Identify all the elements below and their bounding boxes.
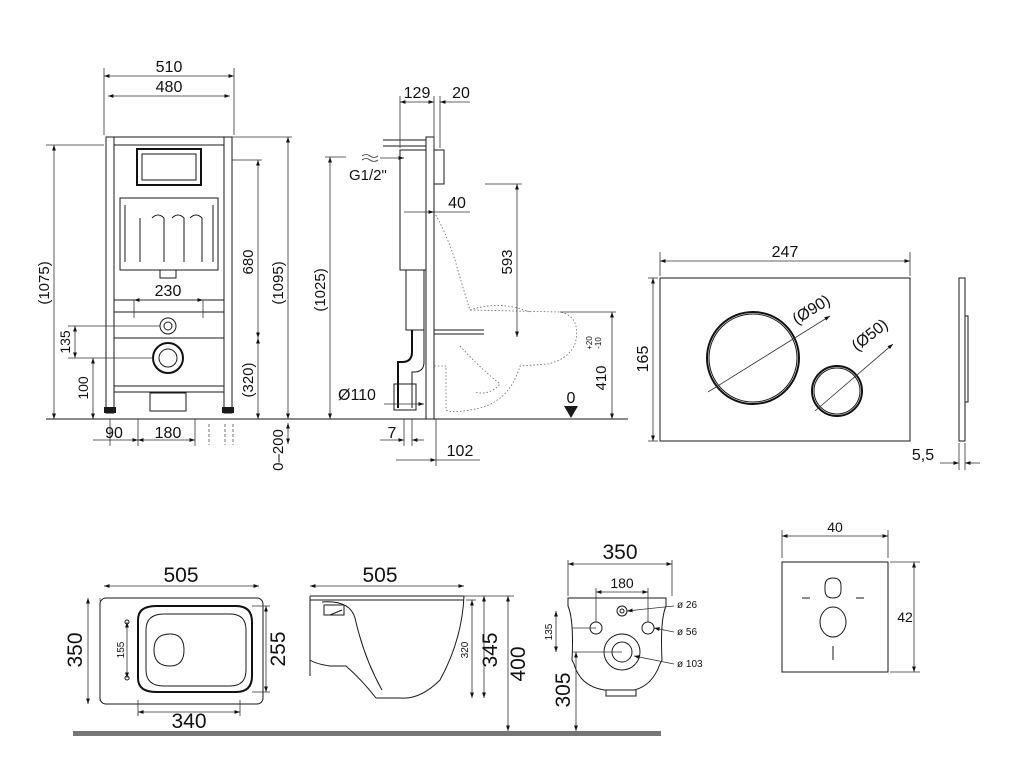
small-flush-button-icon xyxy=(811,365,863,417)
dim-410: 410 xyxy=(593,365,610,390)
gasket-top-slot xyxy=(824,577,842,599)
flush-plate xyxy=(659,277,911,442)
tol-plus: +20 xyxy=(585,336,594,350)
dim-102: 102 xyxy=(447,443,474,460)
dim-1095: (1095) xyxy=(270,261,287,304)
frame-post-right xyxy=(223,136,233,414)
dim-129: 129 xyxy=(404,85,431,102)
dim-510: 510 xyxy=(156,59,183,76)
bowl-back-outline xyxy=(567,597,667,691)
dim-480: 480 xyxy=(156,79,183,96)
hole-right-d56 xyxy=(641,621,655,635)
hole-d26 xyxy=(616,605,628,617)
side-cistern xyxy=(399,149,427,271)
frame-front-view: 510 480 (1075) 680 (320) (1095) 0–200 23… xyxy=(36,59,628,471)
gasket-view: 40 42 xyxy=(781,519,920,673)
dim-side-320: 320 xyxy=(460,641,471,658)
side-bowl-outline xyxy=(433,211,578,412)
dim-top-155: 155 xyxy=(116,641,127,658)
gasket-outline xyxy=(781,561,889,673)
dim-back-305: 305 xyxy=(552,672,575,707)
dim-top-350: 350 xyxy=(64,632,87,667)
inlet-label: G1/2" xyxy=(349,167,387,184)
dim-side-505: 505 xyxy=(362,564,397,587)
dim-side-345: 345 xyxy=(479,632,502,667)
callout-d103: ø 103 xyxy=(677,659,703,670)
dim-7: 7 xyxy=(388,425,397,442)
frame-side-view: G1/2" 129 20 40 (1025) 593 410 +20 -10 0… xyxy=(312,85,616,466)
callout-d56: ø 56 xyxy=(677,627,697,638)
bowl-side-view: 505 320 345 400 xyxy=(309,564,530,731)
frame-post-left xyxy=(105,136,115,414)
dim-680: 680 xyxy=(240,249,257,274)
floor-bar xyxy=(73,731,661,736)
flush-plate-profile xyxy=(958,277,966,442)
dim-90: 90 xyxy=(105,425,123,442)
flush-window xyxy=(136,148,202,186)
dim-adjust: 0–200 xyxy=(270,429,287,471)
dim-gasket-42: 42 xyxy=(897,609,913,625)
side-drain-bend xyxy=(397,330,413,408)
dim-d110: Ø110 xyxy=(338,387,376,404)
bowl-top-rim xyxy=(137,605,253,693)
dim-back-135: 135 xyxy=(544,623,555,640)
dim-side-400: 400 xyxy=(507,646,530,681)
dim-593: 593 xyxy=(499,249,516,274)
bowl-side-outline xyxy=(309,595,465,699)
tol-minus: -10 xyxy=(594,337,603,349)
dim-100: 100 xyxy=(75,376,91,400)
large-flush-button-icon xyxy=(706,311,800,405)
dim-back-350: 350 xyxy=(602,541,637,564)
dim-40: 40 xyxy=(448,195,466,212)
dim-320: (320) xyxy=(240,362,257,397)
gasket-center-hole xyxy=(819,606,847,638)
dim-gasket-40: 40 xyxy=(827,519,843,535)
dim-180: 180 xyxy=(155,425,182,442)
bowl-top-view: 505 350 255 155 340 xyxy=(64,564,290,733)
drain-pipe-circle xyxy=(152,342,184,374)
dim-135: 135 xyxy=(57,330,73,354)
dim-top-340: 340 xyxy=(171,710,206,733)
bowl-back-view: 350 180 135 305 ø 26 ø 56 ø 103 xyxy=(544,541,703,731)
zero-mark: 0 xyxy=(567,390,576,407)
cistern xyxy=(119,197,219,271)
dim-d50: (Ø50) xyxy=(849,316,892,355)
dim-230: 230 xyxy=(155,283,182,300)
dim-1025: (1025) xyxy=(312,268,329,311)
water-pipe-circle xyxy=(159,317,177,335)
dim-1075: (1075) xyxy=(36,261,53,304)
bowl-top-outline xyxy=(99,597,264,705)
dim-back-180: 180 xyxy=(610,575,634,591)
dim-d90: (Ø90) xyxy=(790,292,834,328)
dim-top-255: 255 xyxy=(267,631,290,666)
dim-top-505: 505 xyxy=(163,564,198,587)
dim-247: 247 xyxy=(772,244,799,261)
dim-165: 165 xyxy=(635,346,652,373)
callout-d26: ø 26 xyxy=(677,600,697,611)
floor-level-icon xyxy=(564,406,578,418)
dim-20: 20 xyxy=(452,85,470,102)
dim-5-5: 5,5 xyxy=(912,447,934,464)
flush-plate-view: (Ø90) (Ø50) 247 165 5,5 xyxy=(635,244,980,470)
